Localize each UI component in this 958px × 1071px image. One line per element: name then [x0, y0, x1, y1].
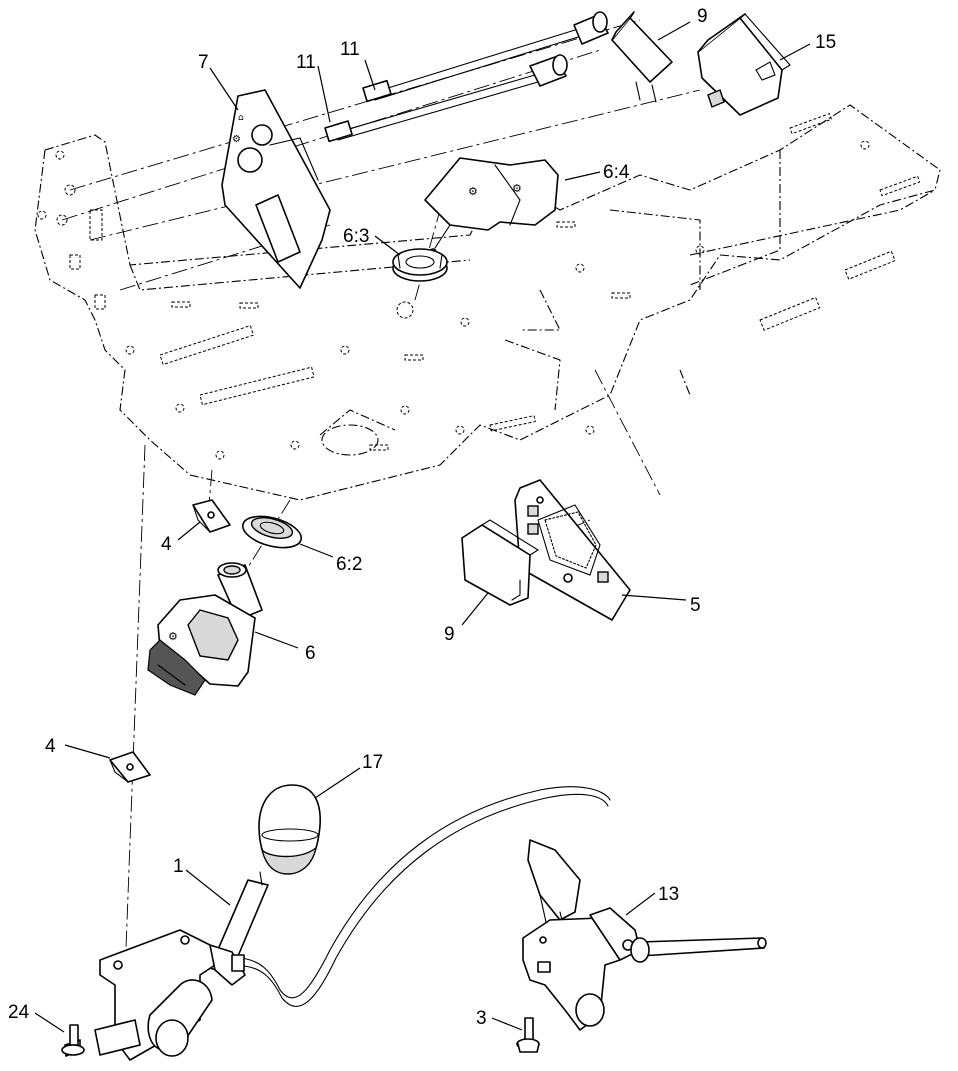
- callout-6-4: 6:4: [603, 162, 630, 183]
- callout-7: 7: [198, 52, 209, 73]
- callout-4: 4: [45, 736, 56, 757]
- dash-panel-frame: [34, 104, 941, 501]
- callout-6-3: 6:3: [343, 226, 369, 247]
- ignition-switch: ⚙: [147, 562, 263, 696]
- decal-plate: ⚙ ⌂: [221, 89, 331, 289]
- plug-top: [611, 11, 673, 103]
- switch-key: ⚙ ⚙: [424, 157, 559, 256]
- throttle-lever: [522, 839, 767, 1031]
- switch-plate: [514, 479, 631, 621]
- callout-24: 24: [8, 1002, 30, 1023]
- callout-9: 9: [697, 6, 708, 27]
- key-symbol-icon: ⚙: [468, 185, 478, 198]
- indicator-light-harness-lower: [324, 54, 568, 143]
- decal-symbol-icon: ⚙: [232, 134, 241, 145]
- switch-nut: [392, 248, 448, 282]
- callout-17: 17: [362, 752, 383, 773]
- bolt-24: [61, 1024, 85, 1057]
- indicator-light-harness-upper: [362, 11, 609, 103]
- decal-symbol-icon: ⌂: [238, 113, 244, 123]
- callout-labels: 7 11 11 9 15 6:4 6:3 4 6:2 6 5 9 4 17 1 …: [8, 6, 836, 1029]
- shift-lever: [94, 786, 611, 1061]
- bolt-3: [516, 1017, 540, 1053]
- switch-module: [697, 13, 791, 116]
- callout-15: 15: [815, 32, 836, 53]
- callout-6-2: 6:2: [336, 554, 362, 575]
- callout-11: 11: [296, 52, 316, 73]
- switch-ring: [241, 515, 303, 549]
- callout-9: 9: [444, 624, 455, 645]
- leader-lines: [34, 21, 811, 1033]
- callout-1: 1: [173, 856, 184, 877]
- speed-nut-upper: [192, 499, 231, 533]
- speed-nut-lower: [109, 751, 151, 783]
- plug-lower: [461, 519, 540, 606]
- key-symbol-icon: ⚙: [512, 182, 522, 195]
- switch-symbol-icon: ⚙: [168, 630, 178, 643]
- callout-5: 5: [690, 595, 701, 616]
- callout-6: 6: [305, 643, 316, 664]
- knob: [258, 784, 321, 875]
- callout-11: 11: [340, 39, 360, 60]
- callout-3: 3: [476, 1008, 487, 1029]
- callout-13: 13: [658, 884, 679, 905]
- callout-4: 4: [161, 534, 172, 555]
